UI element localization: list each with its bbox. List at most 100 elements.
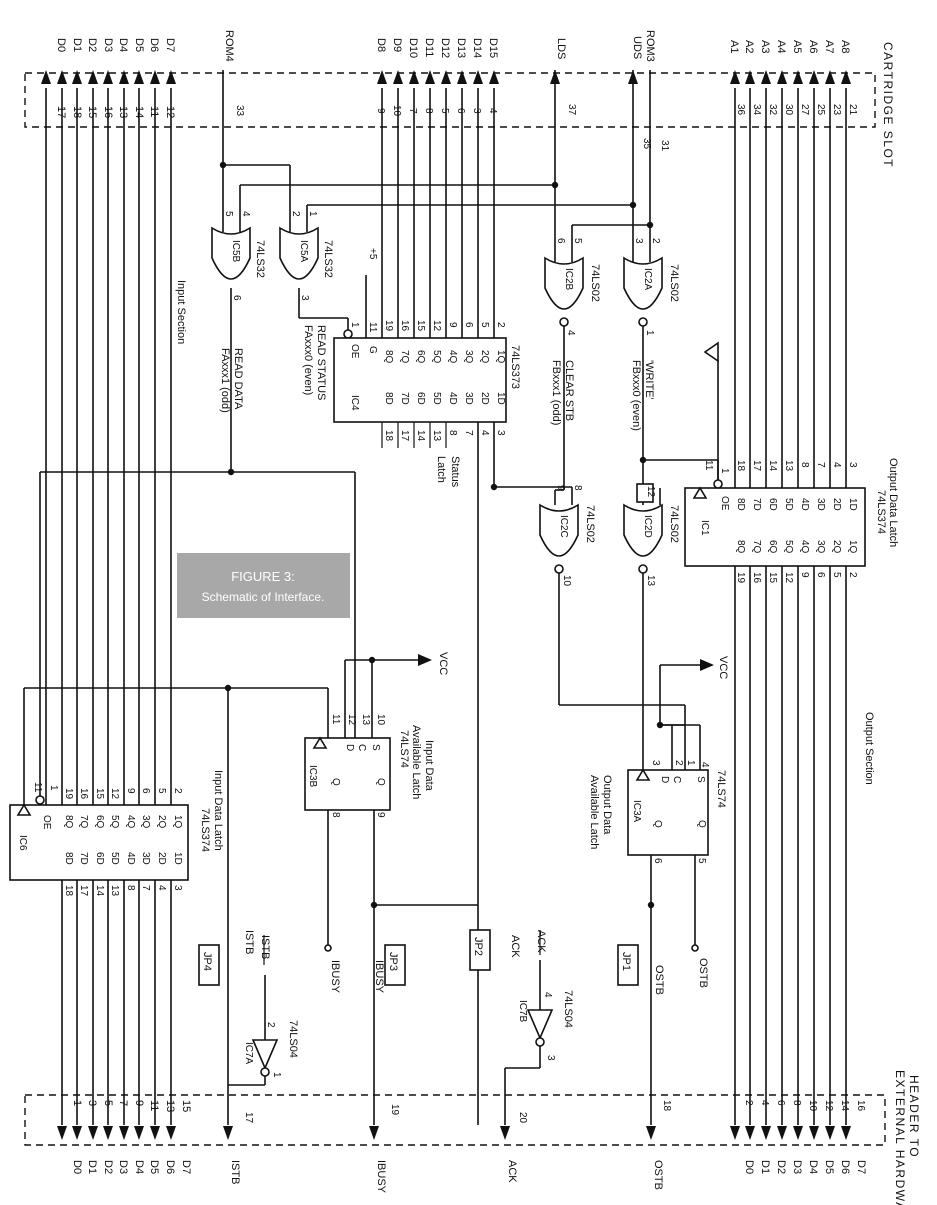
svg-text:8: 8 <box>447 430 458 436</box>
svg-text:D14: D14 <box>471 38 483 58</box>
jumper-jp1: JP1 <box>617 944 639 986</box>
svg-text:4: 4 <box>831 462 842 468</box>
svg-text:IC2C: IC2C <box>558 515 569 538</box>
pin-d3-bottom: 7 <box>117 1100 129 1106</box>
svg-text:1: 1 <box>307 211 318 217</box>
svg-text:18: 18 <box>735 460 746 472</box>
svg-text:IBUSY: IBUSY <box>373 960 385 994</box>
svg-text:IC3B: IC3B <box>307 765 318 788</box>
figure-caption-box <box>177 553 350 618</box>
pin-d3-top: 16 <box>102 106 114 118</box>
svg-text:4: 4 <box>759 1100 770 1106</box>
input-section-label: Input Section <box>175 280 187 344</box>
svg-text:25: 25 <box>815 104 826 116</box>
svg-text:1: 1 <box>48 785 59 791</box>
sig-d6-top: D6 <box>148 38 160 52</box>
svg-text:8: 8 <box>423 108 434 114</box>
svg-text:CLEAR STB: CLEAR STB <box>563 360 575 421</box>
ic6-q2: 2Q <box>156 815 167 829</box>
svg-text:14: 14 <box>839 1100 850 1112</box>
svg-text:2Q: 2Q <box>479 350 490 364</box>
svg-text:12: 12 <box>431 320 442 332</box>
svg-text:17: 17 <box>399 430 410 442</box>
svg-text:6Q: 6Q <box>415 350 426 364</box>
pin-d0-top: 17 <box>55 106 67 118</box>
ic6-d5: 5D <box>109 852 120 865</box>
cartridge-slot-label: CARTRIDGE SLOT <box>881 42 895 168</box>
svg-text:D15: D15 <box>487 38 499 58</box>
svg-text:5: 5 <box>696 858 707 864</box>
svg-text:1: 1 <box>685 760 696 766</box>
ic6-q8: 8Q <box>63 815 74 829</box>
figure-subtitle: Schematic of Interface. <box>202 590 325 604</box>
svg-text:OSTB: OSTB <box>653 965 665 995</box>
svg-text:IC2A: IC2A <box>642 268 653 291</box>
svg-text:OSTB: OSTB <box>652 1160 664 1190</box>
svg-text:16: 16 <box>855 1100 866 1112</box>
svg-text:17: 17 <box>243 1112 254 1124</box>
ic6-d1: 1D <box>172 852 183 865</box>
svg-text:D10: D10 <box>407 38 419 58</box>
svg-text:20: 20 <box>517 1112 528 1124</box>
svg-text:12: 12 <box>346 714 357 726</box>
figure-title: FIGURE 3: <box>231 569 295 584</box>
svg-text:3: 3 <box>633 238 644 244</box>
ic6-q4: 4Q <box>125 815 136 829</box>
svg-text:3D: 3D <box>463 392 474 405</box>
svg-text:VCC: VCC <box>717 656 729 679</box>
sig-d4-top: D4 <box>117 38 129 52</box>
svg-text:1: 1 <box>644 330 655 336</box>
svg-text:19: 19 <box>735 572 746 584</box>
svg-text:5: 5 <box>223 211 234 217</box>
svg-text:19: 19 <box>63 788 74 800</box>
svg-text:6Q: 6Q <box>767 540 778 554</box>
ic6-caption: Input Data Latch <box>212 770 224 851</box>
svg-text:9: 9 <box>799 572 810 578</box>
svg-text:3Q: 3Q <box>815 540 826 554</box>
svg-text:5: 5 <box>831 572 842 578</box>
svg-text:74LS373: 74LS373 <box>509 345 521 389</box>
svg-text:8: 8 <box>572 485 583 491</box>
svg-text:6D: 6D <box>767 498 778 511</box>
svg-text:A8: A8 <box>839 40 851 53</box>
ic6-d3: 3D <box>140 852 151 865</box>
svg-text:READ DATA: READ DATA <box>232 348 244 410</box>
sig-d3-top: D3 <box>102 38 114 52</box>
svg-text:2: 2 <box>650 238 661 244</box>
pin-d2-top: 15 <box>86 106 98 118</box>
svg-text:74LS32: 74LS32 <box>254 240 266 278</box>
svg-text:16: 16 <box>399 320 410 332</box>
sig-d5-bottom: D5 <box>148 1160 160 1174</box>
svg-text:6D: 6D <box>415 392 426 405</box>
svg-text:12: 12 <box>109 788 120 800</box>
sig-d3-bottom: D3 <box>117 1160 129 1174</box>
svg-text:16: 16 <box>78 788 89 800</box>
svg-text:13: 13 <box>109 885 120 897</box>
svg-text:5: 5 <box>572 238 583 244</box>
svg-text:7D: 7D <box>751 498 762 511</box>
svg-text:3: 3 <box>471 108 482 114</box>
pin-d1-bottom: 3 <box>86 1100 98 1106</box>
svg-text:D1: D1 <box>759 1160 771 1174</box>
svg-text:4Q: 4Q <box>447 350 458 364</box>
svg-text:UDS: UDS <box>631 36 643 59</box>
svg-text:37: 37 <box>566 104 577 116</box>
svg-text:9: 9 <box>555 485 566 491</box>
ic4-status-latch: 1Q 2Q 3Q 4Q 5Q 6Q 7Q 8Q 1D 2D 3D 4D 5D 6… <box>333 70 521 1125</box>
svg-text:7Q: 7Q <box>751 540 762 554</box>
svg-text:15: 15 <box>94 788 105 800</box>
svg-text:2D: 2D <box>479 392 490 405</box>
ic3a-output-data-available-latch: D C S Q Q IC3A 3 2 1 4 6 5 74LS74 Output… <box>588 724 727 1125</box>
svg-text:1D: 1D <box>847 498 858 511</box>
svg-text:19: 19 <box>383 320 394 332</box>
svg-text:6: 6 <box>775 1100 786 1106</box>
header-label-line2: EXTERNAL HARDWARE <box>893 1070 907 1205</box>
svg-text:10: 10 <box>375 714 386 726</box>
pin-d7-bottom: 15 <box>180 1100 192 1112</box>
svg-text:4Q: 4Q <box>799 540 810 554</box>
svg-text:Output Data Latch: Output Data Latch <box>887 458 899 547</box>
svg-text:JP1: JP1 <box>620 952 632 971</box>
svg-text:Q: Q <box>652 820 663 828</box>
svg-text:Available Latch: Available Latch <box>588 775 600 849</box>
sig-d7-bottom: D7 <box>180 1160 192 1174</box>
